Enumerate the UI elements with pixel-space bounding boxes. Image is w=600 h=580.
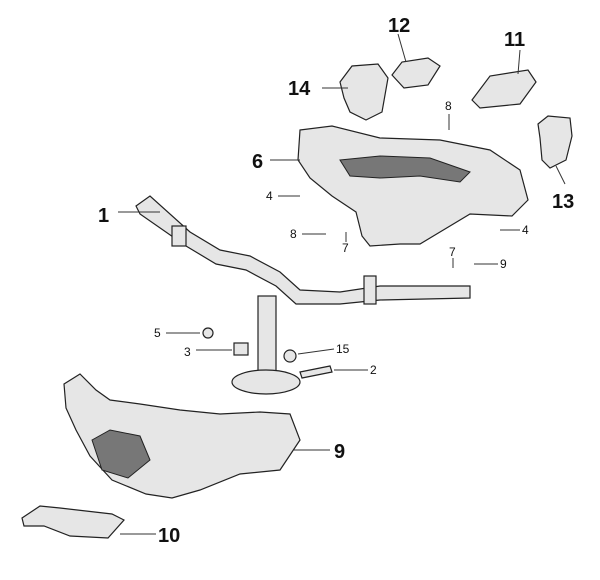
part-2-bolt: [299, 365, 333, 379]
leader-15: [297, 348, 335, 355]
part-5-nut: [202, 327, 214, 339]
callout-12: 12: [388, 15, 410, 37]
part-1-clamp-left: [171, 225, 187, 247]
part-10-trim: [21, 505, 125, 539]
callout-4: 4: [266, 189, 273, 203]
part-1-handlebar: [135, 195, 471, 305]
part-15-washer: [283, 349, 297, 363]
callout-14: 14: [288, 78, 311, 100]
callout-8: 8: [445, 99, 452, 113]
callout-3: 3: [184, 345, 191, 359]
part-14-bracket: [339, 63, 389, 121]
part-6-rear-cover: [297, 125, 529, 247]
leader-12: [397, 33, 407, 63]
callout-11: 11: [504, 29, 525, 51]
callout-4: 4: [522, 223, 529, 237]
callout-7: 7: [449, 245, 456, 259]
callout-7: 7: [342, 241, 349, 255]
part-6-dashboard: [339, 155, 471, 183]
callout-6: 6: [252, 151, 263, 173]
steering-stem: [257, 295, 277, 377]
callout-1: 1: [98, 205, 109, 227]
leader-11: [517, 49, 521, 75]
part-11-cover: [471, 69, 537, 109]
callout-13: 13: [552, 191, 574, 213]
leader-13: [555, 165, 566, 185]
callout-2: 2: [370, 363, 377, 377]
callout-9: 9: [334, 441, 345, 463]
callout-8: 9: [500, 257, 507, 271]
callout-8: 8: [290, 227, 297, 241]
callout-15: 15: [336, 342, 350, 356]
callout-10: 10: [158, 525, 180, 547]
part-3-bushing: [233, 342, 249, 356]
callout-5: 5: [154, 326, 161, 340]
part-1-clamp-right: [363, 275, 377, 305]
stem-base: [231, 369, 301, 395]
part-12-cover: [391, 57, 441, 89]
part-9-headlight: [91, 429, 151, 479]
part-13-housing: [537, 115, 573, 169]
